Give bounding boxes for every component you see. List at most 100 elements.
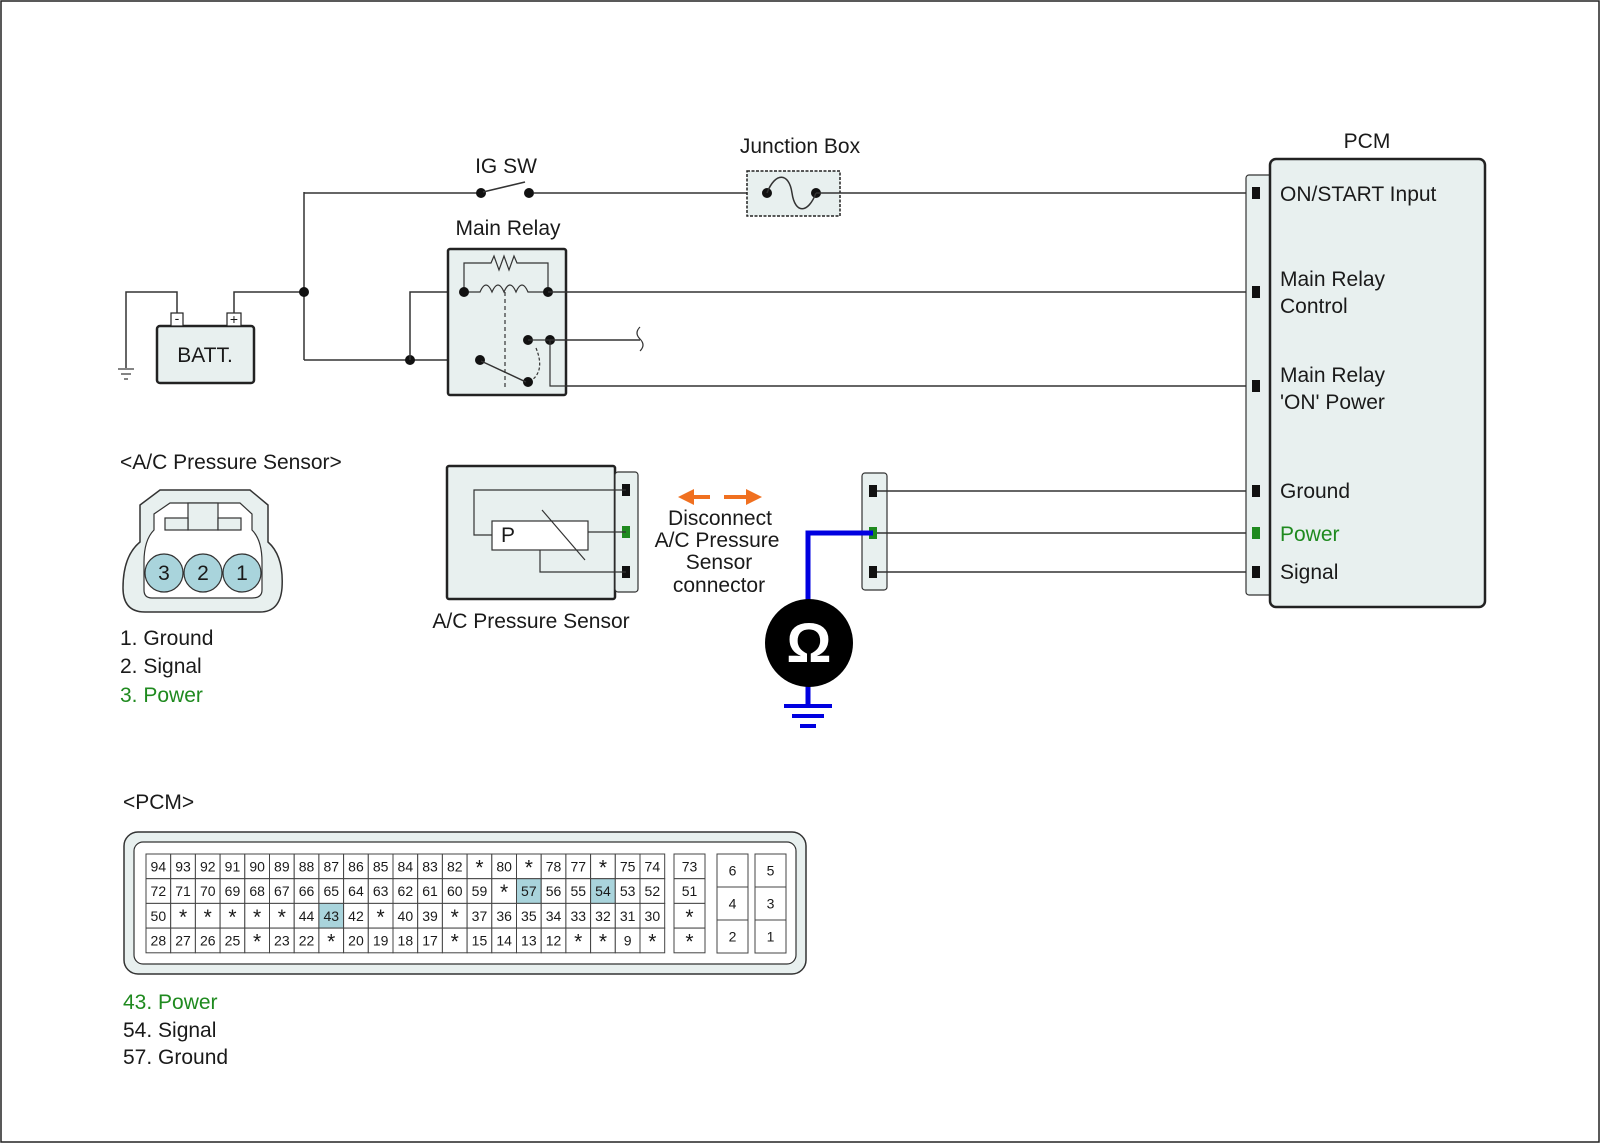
pcm-terminal-relay-control-1: Main Relay <box>1280 268 1386 291</box>
pcm-pin-cell <box>565 927 592 954</box>
pcm-pin-cell <box>516 927 542 954</box>
pcm-pin: 28 <box>151 932 167 948</box>
pcm-terminal-ground: Ground <box>1280 480 1350 503</box>
pcm-pin: * <box>451 906 459 929</box>
pcm-pin: 34 <box>546 908 562 924</box>
pcm-small-pin-cell <box>754 853 787 888</box>
pcm-pin: * <box>278 906 286 929</box>
pcm-pin: 71 <box>175 883 191 899</box>
relay-coil-feed-wire <box>409 291 464 360</box>
pcm-pin: 40 <box>398 908 414 924</box>
pcm-pin: 31 <box>620 908 636 924</box>
pcm-terminal-on-start: ON/START Input <box>1280 183 1437 206</box>
disconnect-line-2: A/C Pressure <box>655 529 780 552</box>
pcm-pin: 89 <box>274 858 290 874</box>
battery-ground-wire <box>125 291 178 368</box>
pcm-pin-cell <box>565 902 592 929</box>
pcm-side-pin: * <box>685 906 693 929</box>
ig-sw-label: IG SW <box>475 155 537 178</box>
pcm-pin: 13 <box>521 932 537 948</box>
pcm-pin-cell <box>194 878 221 904</box>
pcm-pin: * <box>599 856 607 879</box>
pcm-pin-cell <box>392 878 419 904</box>
pcm-pin: 90 <box>249 858 265 874</box>
pcm-pin: 83 <box>422 858 438 874</box>
pcm-pin: 87 <box>323 858 339 874</box>
pcm-pin: 37 <box>472 908 488 924</box>
pcm-small-pin: 6 <box>729 863 737 879</box>
sensor-connector-face: 3 2 1 <box>122 489 283 613</box>
pcm-pin-cell <box>170 902 196 929</box>
pcm-pin-cell <box>516 902 542 929</box>
pcm-pin: 85 <box>373 858 389 874</box>
battery-positive-wire <box>233 291 304 313</box>
pcm-pin: 63 <box>373 883 389 899</box>
pcm-pin: * <box>500 881 508 904</box>
pcm-module: PCM ON/START Input Main Relay Control Ma… <box>1245 130 1487 609</box>
pcm-pin-cell <box>269 902 295 929</box>
pcm-terminal-power: Power <box>1280 523 1340 546</box>
pcm-body <box>1268 157 1487 609</box>
pcm-pin: 32 <box>595 908 611 924</box>
disconnect-line-1: Disconnect <box>668 507 772 530</box>
pcm-pin: 74 <box>645 858 661 874</box>
pcm-terminal-relay-power-1: Main Relay <box>1280 364 1386 387</box>
pcm-pin: 18 <box>398 932 414 948</box>
pcm-pin: 52 <box>645 883 661 899</box>
sensor-pin-2: 2 <box>197 562 209 585</box>
sensor-name-label: A/C Pressure Sensor <box>432 610 629 633</box>
pcm-small-pin: 2 <box>729 929 737 945</box>
pcm-pin-cell <box>170 927 196 954</box>
pcm-pin: 57 <box>521 883 537 899</box>
pcm-pin-cell <box>392 927 419 954</box>
pcm-pin-cell <box>244 878 271 904</box>
pcm-pin: 36 <box>496 908 512 924</box>
bus-junction-dot <box>299 287 309 297</box>
pcm-pin-cell <box>540 927 567 954</box>
battery-minus-label: - <box>175 310 180 326</box>
pcm-pin: * <box>253 930 261 953</box>
pcm-pin: 44 <box>299 908 315 924</box>
pcm-legend-signal: 54. Signal <box>123 1019 216 1042</box>
pcm-pin: 43 <box>323 908 339 924</box>
pcm-pin: 30 <box>645 908 661 924</box>
pcm-pin-cell <box>219 902 246 929</box>
pcm-pin: * <box>179 906 187 929</box>
pcm-pin: 62 <box>398 883 414 899</box>
pcm-pin-cell <box>145 902 172 929</box>
battery-label: BATT. <box>177 344 233 367</box>
pcm-pin: 75 <box>620 858 636 874</box>
pcm-pin: 9 <box>624 932 632 948</box>
pcm-pin-cell <box>516 853 542 880</box>
pcm-side-pin: 51 <box>682 883 698 899</box>
disconnect-line-4: connector <box>673 574 765 597</box>
battery-plus-label: + <box>230 311 238 327</box>
pcm-pin-cell <box>219 927 246 954</box>
pcm-pin: * <box>451 930 459 953</box>
pcm-pin: 72 <box>151 883 167 899</box>
disconnect-arrows <box>678 489 762 505</box>
pcm-pin: 88 <box>299 858 315 874</box>
ohmmeter-icon <box>765 599 853 687</box>
pcm-pin-cell <box>540 902 567 929</box>
battery: - + BATT. <box>155 310 256 385</box>
pcm-legend-power: 43. Power <box>123 991 218 1014</box>
pcm-pin: 66 <box>299 883 315 899</box>
pcm-side-pin-cell <box>673 853 706 880</box>
pcm-pin: * <box>574 930 582 953</box>
pcm-side-pin: 73 <box>682 858 698 874</box>
pcm-pin: 92 <box>200 858 216 874</box>
meter-lead <box>805 530 873 600</box>
pcm-small-pin: 5 <box>767 863 775 879</box>
pcm-pin: * <box>204 906 212 929</box>
disconnect-line-3: Sensor <box>686 551 753 574</box>
pcm-pin: 82 <box>447 858 463 874</box>
pcm-pin-cell <box>614 902 641 929</box>
pcm-terminal-relay-control-2: Control <box>1280 295 1348 318</box>
pcm-side-pin: * <box>685 930 693 953</box>
pcm-pin-cell <box>491 927 517 954</box>
pcm-pin-cell <box>343 878 369 904</box>
pcm-pin: 56 <box>546 883 562 899</box>
